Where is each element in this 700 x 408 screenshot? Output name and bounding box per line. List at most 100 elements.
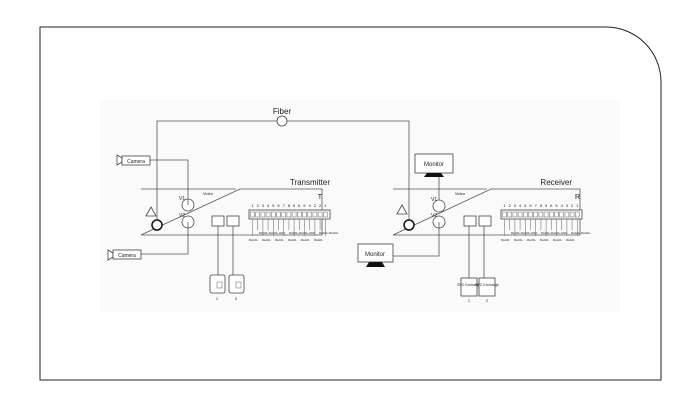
v2-label: V2	[431, 213, 437, 219]
terminal-pin	[250, 211, 255, 218]
terminal-pin	[281, 211, 287, 218]
signal-label: GND	[531, 231, 537, 235]
terminal-number: 1	[251, 203, 254, 208]
terminal-number: 2	[257, 203, 260, 208]
signal-label: Rs232-	[514, 238, 523, 242]
transmitter-corner-label: T	[318, 194, 323, 201]
terminal-number: 2	[319, 203, 322, 208]
fiber-port-icon	[403, 219, 415, 231]
terminal-number: 8	[540, 203, 543, 208]
terminal-pin	[569, 211, 575, 218]
signal-label: Rs232+	[521, 231, 531, 235]
terminal-number: 6	[550, 203, 553, 208]
phone-2: 2	[228, 274, 245, 301]
svg-text:2: 2	[486, 298, 489, 303]
spc-exchange-2: SPC Exchange 2	[475, 277, 499, 303]
signal-label: Rs232-	[275, 238, 284, 242]
terminal-pin	[317, 211, 323, 218]
v2-label: V2	[179, 213, 185, 219]
terminal-pin	[517, 211, 523, 218]
terminal-number: 4	[519, 203, 522, 208]
terminal-pin	[564, 211, 570, 218]
signal-label: Rs232+	[289, 231, 299, 235]
monitor-top: Monitor	[414, 153, 454, 177]
signal-label: Rs232-	[540, 238, 549, 242]
terminal-number: 7	[535, 203, 538, 208]
signal-label: GND	[561, 231, 567, 235]
terminal-number: 5	[555, 203, 558, 208]
terminal-number: 8	[288, 203, 291, 208]
signal-label: Rs232-	[262, 238, 271, 242]
transmitter-video-label: Video	[203, 191, 214, 196]
terminal-pin	[522, 211, 528, 218]
terminal-pin	[528, 211, 533, 218]
signal-label: Rs232-	[501, 238, 510, 242]
fiber-coupler-icon	[276, 115, 288, 127]
receiver-corner-label: R	[575, 194, 580, 201]
terminal-pin	[255, 211, 260, 218]
phone-port-1	[463, 215, 477, 227]
terminal-pin	[291, 211, 297, 218]
terminal-number: 2	[571, 203, 574, 208]
terminal-number: 3	[514, 203, 517, 208]
terminal-number: 9	[293, 203, 296, 208]
camera-1-label: Camera	[127, 159, 145, 165]
signal-label: Rs232-	[527, 238, 536, 242]
signal-label: Rs232-	[288, 238, 297, 242]
monitor-left: Monitor	[357, 243, 394, 267]
terminal-pin	[533, 211, 539, 218]
signal-label: Rs232+	[511, 231, 521, 235]
terminal-pin	[270, 211, 276, 218]
terminal-pin	[548, 211, 554, 218]
terminal-pin	[559, 211, 565, 218]
transmitter-title: Transmitter	[290, 178, 330, 187]
phone-port-2	[226, 215, 240, 227]
signal-label: Rs232+	[541, 231, 551, 235]
signal-label: Rs422-	[314, 238, 323, 242]
terminal-number: 6	[277, 203, 280, 208]
v1-label: V1	[179, 196, 185, 202]
camera-2-label: Camera	[118, 253, 136, 259]
svg-text:1: 1	[216, 296, 219, 301]
terminal-pin	[276, 211, 281, 218]
warning-icon	[396, 204, 408, 215]
signal-label: Rs422+	[581, 231, 591, 235]
signal-label: Rs422+	[319, 231, 329, 235]
signal-label: Rs422-	[301, 238, 310, 242]
terminal-number: 6	[529, 203, 532, 208]
terminal-number: 4	[561, 203, 564, 208]
svg-text:Monitor: Monitor	[365, 252, 385, 258]
telephone-icon	[209, 274, 226, 294]
terminal-pin	[296, 211, 302, 218]
svg-text:SPC Exchange: SPC Exchange	[475, 283, 499, 287]
terminal-pin	[502, 211, 507, 218]
svg-text:SPC Exchange: SPC Exchange	[457, 283, 481, 287]
terminal-pin	[574, 211, 580, 218]
terminal-number: 1	[576, 203, 579, 208]
svg-text:2: 2	[235, 296, 238, 301]
terminal-pin	[543, 211, 549, 218]
terminal-number: 7	[283, 203, 286, 208]
v1-label: V1	[431, 197, 437, 203]
svg-text:1: 1	[468, 298, 471, 303]
terminal-number: 3	[566, 203, 569, 208]
terminal-number: 5	[524, 203, 527, 208]
telephone-icon	[228, 274, 245, 294]
fiber-label: Fiber	[273, 107, 292, 116]
signal-label: GND	[309, 231, 315, 235]
terminal-number: 6	[298, 203, 301, 208]
signal-label: Rs422-	[566, 238, 575, 242]
signal-label: Rs422+	[571, 231, 581, 235]
terminal-number: 2	[509, 203, 512, 208]
signal-label: Rs232-	[249, 238, 258, 242]
phone-1: 1	[209, 274, 226, 301]
svg-text:Monitor: Monitor	[424, 162, 444, 168]
signal-label: Rs232+	[299, 231, 309, 235]
spc-exchange-1: SPC Exchange 1	[457, 277, 481, 303]
signal-label: Rs232+	[269, 231, 279, 235]
terminal-number: 3	[314, 203, 317, 208]
terminal-pin	[302, 211, 307, 218]
